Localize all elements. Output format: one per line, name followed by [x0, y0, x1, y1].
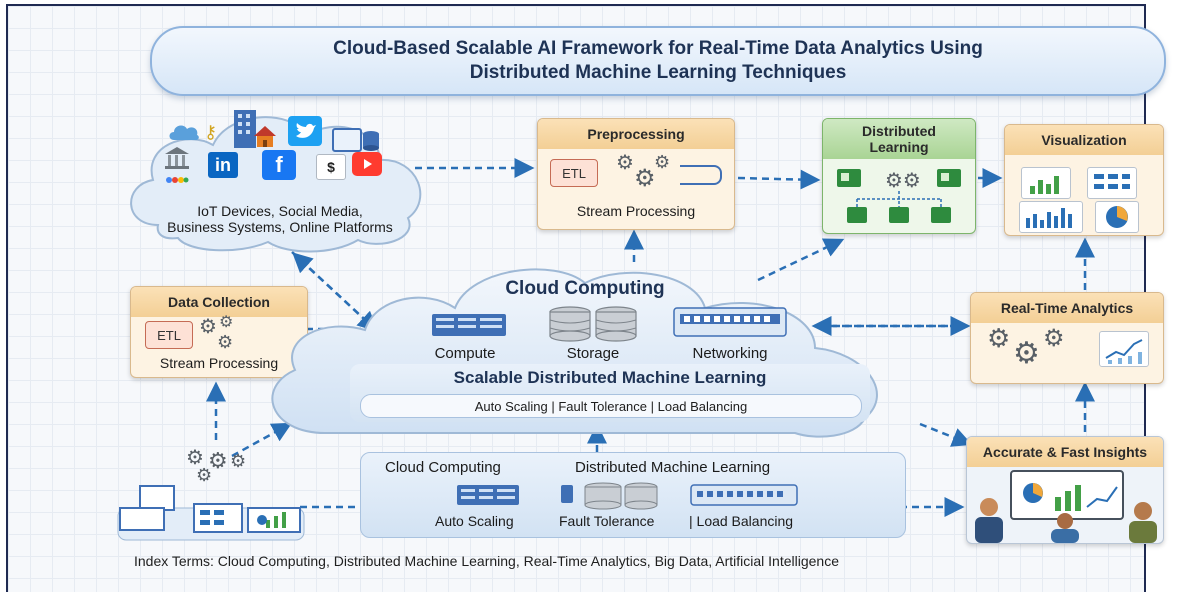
- distributed-learning-title-line-2: Learning: [869, 139, 929, 155]
- gear-icon: ⚙: [196, 465, 213, 485]
- sdml-features: Auto Scaling | Fault Tolerance | Load Ba…: [360, 394, 862, 418]
- visualization-title: Visualization: [1005, 125, 1163, 155]
- pipe-icon: [680, 165, 722, 185]
- dollar-icon: $: [316, 154, 346, 180]
- bottom-database-icon: [561, 482, 658, 510]
- visualization-card: Visualization: [1004, 124, 1164, 236]
- gear-icon: ⚙: [987, 323, 1011, 353]
- house-icon: [252, 124, 278, 153]
- twitter-icon: [288, 116, 322, 146]
- storage-label: Storage: [566, 345, 620, 362]
- svg-text:⚙⚙: ⚙⚙: [885, 168, 921, 192]
- realtime-analytics-title: Real-Time Analytics: [971, 293, 1163, 323]
- linkedin-icon: in: [208, 152, 238, 178]
- insights-title: Accurate & Fast Insights: [967, 437, 1163, 467]
- trend-chart-icon: [1099, 331, 1149, 367]
- title-banner: Cloud-Based Scalable AI Framework for Re…: [150, 26, 1166, 96]
- gear-icon: ⚙: [199, 316, 217, 338]
- title-line-1: Cloud-Based Scalable AI Framework for Re…: [333, 38, 983, 59]
- monitor-icon: [332, 128, 362, 152]
- bottom-load-balancing: | Load Balancing: [689, 513, 794, 529]
- google-icon: [165, 172, 189, 183]
- bank-icon: [164, 146, 190, 175]
- sdml-panel: Scalable Distributed Machine Learning Au…: [350, 364, 870, 422]
- gear-icon: ⚙: [1013, 337, 1040, 370]
- gear-icon: ⚙: [230, 451, 247, 471]
- facebook-icon: f: [262, 150, 296, 180]
- distributed-learning-card: Distributed Learning ⚙⚙: [822, 118, 976, 234]
- bottom-fault-tolerance: Fault Tolerance: [559, 513, 655, 529]
- arrow-cloud-to-insights: [919, 422, 973, 447]
- data-collection-caption: Stream Processing: [159, 355, 279, 371]
- database-icon: [362, 130, 380, 157]
- data-collection-title: Data Collection: [131, 287, 307, 317]
- key-icon: ⚷: [204, 122, 218, 142]
- networking-switch-icon: [673, 307, 787, 337]
- column-chart-icon: [1019, 201, 1083, 233]
- preprocessing-caption: Stream Processing: [576, 203, 696, 219]
- sources-label-line-2: Business Systems, Online Platforms: [167, 219, 393, 235]
- bottom-panel: Cloud Computing Distributed Machine Lear…: [360, 452, 906, 538]
- gear-icon: ⚙: [217, 332, 234, 352]
- realtime-analytics-card: Real-Time Analytics ⚙ ⚙ ⚙: [970, 292, 1164, 384]
- compute-server-icon: [432, 314, 506, 336]
- storage-database-icon: [549, 306, 637, 342]
- gear-icon: ⚙: [208, 448, 228, 473]
- team-dashboard-graphic: [975, 470, 1157, 543]
- preprocessing-card: Preprocessing ETL ⚙ ⚙ ⚙ Stream Processin…: [537, 118, 735, 230]
- bottom-server-icon: [457, 485, 519, 505]
- gear-icon: ⚙: [654, 152, 671, 172]
- gear-icon: ⚙: [616, 152, 634, 174]
- distributed-learning-title-line-1: Distributed: [862, 123, 936, 139]
- gear-icon: ⚙: [186, 447, 204, 469]
- title-line-2: Distributed Machine Learning Techniques: [469, 62, 847, 83]
- bar-chart-icon: [1021, 167, 1071, 199]
- sources-label-line-1: IoT Devices, Social Media,: [197, 203, 363, 219]
- preprocessing-etl-badge: ETL: [550, 159, 598, 187]
- sdml-title: Scalable Distributed Machine Learning: [453, 368, 767, 387]
- pie-chart-icon: [1095, 201, 1139, 233]
- gear-icon: ⚙: [219, 314, 234, 331]
- index-terms: Index Terms: Cloud Computing, Distribute…: [134, 553, 839, 569]
- arrow-sources-to-cloud-back: [292, 252, 377, 331]
- preprocessing-title: Preprocessing: [538, 119, 734, 149]
- distributed-learning-title: Distributed Learning: [823, 119, 975, 159]
- cloud-icon: [168, 120, 200, 144]
- devices-graphic: [117, 485, 305, 541]
- youtube-icon: [352, 152, 382, 176]
- bottom-auto-scaling: Auto Scaling: [435, 513, 514, 529]
- data-collection-card: Data Collection ETL ⚙ ⚙ ⚙ Stream Process…: [130, 286, 308, 378]
- gear-icon: ⚙: [634, 165, 656, 192]
- data-collection-etl-badge: ETL: [145, 321, 193, 349]
- building-icon: [230, 104, 260, 153]
- cloud-title: Cloud Computing: [505, 278, 665, 299]
- bottom-switch-icon: [690, 484, 798, 506]
- compute-label: Compute: [434, 345, 496, 362]
- networking-label: Networking: [692, 345, 768, 362]
- bottom-heading-right: Distributed Machine Learning: [575, 459, 771, 476]
- arrow-preprocessing-to-distributed: [737, 169, 821, 190]
- sources-label: IoT Devices, Social Media, Business Syst…: [130, 203, 430, 235]
- arrow-cloud-to-distributed: [757, 238, 845, 282]
- bottom-heading-left: Cloud Computing: [385, 459, 501, 476]
- table-chart-icon: [1087, 167, 1137, 199]
- insights-card: Accurate & Fast Insights: [966, 436, 1164, 544]
- gear-icon: ⚙: [1043, 325, 1065, 352]
- distributed-nodes-graphic: ⚙⚙: [837, 168, 961, 223]
